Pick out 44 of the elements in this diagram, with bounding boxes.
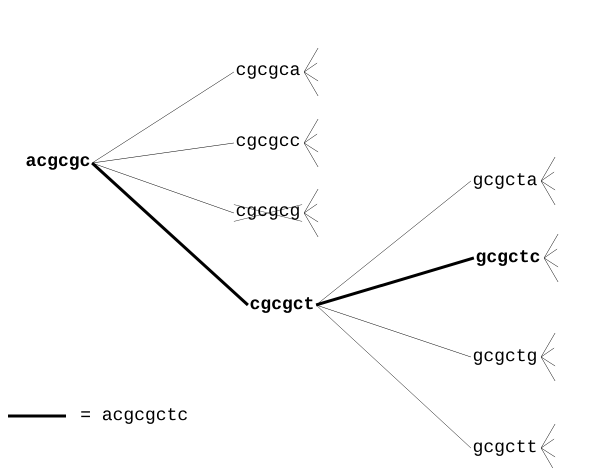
branch-line xyxy=(304,118,318,144)
branch-line xyxy=(540,448,556,468)
branch-line xyxy=(304,72,318,82)
branch-line xyxy=(544,258,558,282)
branch-line xyxy=(540,156,556,182)
branch-line xyxy=(304,188,318,214)
branch-line xyxy=(316,304,472,448)
branch-line xyxy=(316,304,472,358)
legend-text: = acgcgctc xyxy=(81,408,187,424)
branch-line xyxy=(544,258,558,268)
branch-line xyxy=(304,212,318,238)
sequence-label: gcgctt xyxy=(474,440,536,456)
branch-line xyxy=(540,332,556,358)
sequence-label: cgcgct xyxy=(250,297,313,313)
branch-line xyxy=(540,172,554,182)
branch-line xyxy=(304,134,318,144)
branch-line xyxy=(304,48,318,72)
sequence-label: gcgctg xyxy=(474,349,536,365)
branch-line xyxy=(540,424,556,448)
branch-line xyxy=(92,142,234,164)
branch-line xyxy=(540,438,554,448)
branch-line xyxy=(540,180,556,190)
branch-line xyxy=(540,356,556,366)
branch-line xyxy=(304,72,318,96)
sequence-label: cgcgcc xyxy=(236,136,300,150)
sequence-label: gcgctc xyxy=(476,250,540,266)
branch-line xyxy=(92,162,234,214)
branch-line xyxy=(92,72,234,164)
branch-line xyxy=(304,62,318,72)
branch-line xyxy=(540,348,554,358)
branch-line xyxy=(304,212,318,222)
branch-line xyxy=(544,248,558,258)
branch-line xyxy=(304,142,318,168)
branch-line xyxy=(316,256,474,306)
branch-line xyxy=(304,142,318,152)
branch-line xyxy=(540,448,556,458)
sequence-label: cgcgca xyxy=(236,65,300,79)
sequence-label: gcgcta xyxy=(474,173,537,189)
branch-line xyxy=(540,356,556,382)
branch-line xyxy=(304,204,318,214)
branch-line xyxy=(91,162,249,306)
branch-line xyxy=(540,180,556,206)
branch-line xyxy=(544,234,558,258)
sequence-label: acgcgc xyxy=(26,156,90,170)
